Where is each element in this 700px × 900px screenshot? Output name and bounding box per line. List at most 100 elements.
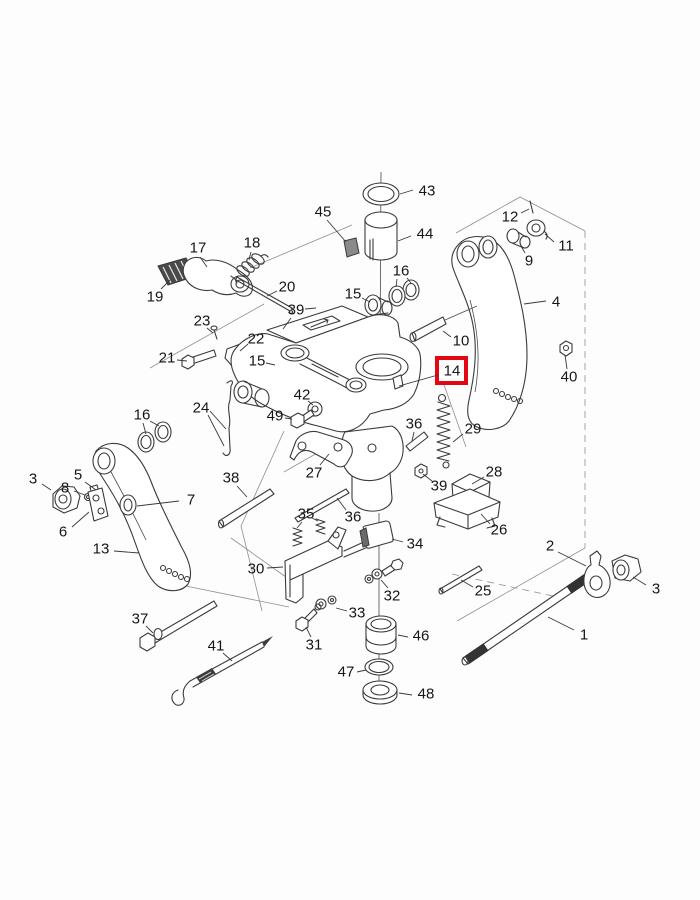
part-callout-9: 9 <box>525 253 533 270</box>
part-callout-10: 10 <box>453 333 470 350</box>
callout-leader <box>523 300 547 305</box>
part-21-bolt <box>181 349 217 370</box>
part-callout-24: 24 <box>193 400 210 417</box>
part-callout-40: 40 <box>561 369 578 386</box>
callout-leader <box>307 400 314 406</box>
part-9-bushing <box>506 228 531 249</box>
callout-leader <box>222 652 233 662</box>
callout-leader <box>142 422 147 435</box>
callout-leader <box>380 579 389 589</box>
part-callout-2: 2 <box>546 538 554 555</box>
part-callout-48: 48 <box>418 686 435 703</box>
part-callout-25: 25 <box>475 583 492 600</box>
highlight-box-part-14 <box>435 356 468 385</box>
part-10-pin <box>409 305 478 343</box>
callout-leader <box>422 473 433 482</box>
part-callout-22: 22 <box>248 331 265 348</box>
part-callout-44: 44 <box>417 226 434 243</box>
part-15-bushing-upper <box>364 294 393 316</box>
part-40-nut <box>559 340 573 357</box>
part-callout-33: 33 <box>349 605 366 622</box>
part-callout-35: 35 <box>298 506 315 523</box>
callout-leader <box>406 277 412 284</box>
callout-leader <box>311 517 319 522</box>
part-callout-19: 19 <box>147 289 164 306</box>
part-callout-23: 23 <box>194 313 211 330</box>
callout-leader <box>266 290 278 297</box>
callout-leader <box>326 219 347 243</box>
part-callout-13: 13 <box>93 541 110 558</box>
part-callout-3: 3 <box>652 581 660 598</box>
part-35-springs <box>292 518 326 547</box>
part-24-wire <box>222 380 233 457</box>
part-callout-20: 20 <box>279 279 296 296</box>
part-36-pin-lower <box>294 488 350 523</box>
part-callout-5: 5 <box>74 467 82 484</box>
part-callout-49: 49 <box>267 408 284 425</box>
part-callout-15: 15 <box>249 353 266 370</box>
callout-leader <box>149 420 160 427</box>
part-callout-14: 14 <box>444 363 461 380</box>
part-16-washers-upper <box>388 279 420 307</box>
part-25-rod <box>438 565 483 595</box>
part-callout-42: 42 <box>294 387 311 404</box>
part-12-pin <box>529 200 534 214</box>
part-callout-18: 18 <box>244 235 261 252</box>
part-48-seal <box>362 680 398 705</box>
callout-leader <box>73 490 86 496</box>
callout-leader <box>209 410 227 430</box>
part-3-nut-left <box>52 485 81 514</box>
callout-leader <box>398 692 413 696</box>
part-callout-36: 36 <box>406 416 423 433</box>
callout-leader <box>248 251 252 261</box>
callout-leader <box>544 233 555 243</box>
part-callout-32: 32 <box>384 588 401 605</box>
part-16-washers-left <box>137 421 172 453</box>
part-29-spring <box>436 393 451 469</box>
callout-leader <box>564 354 568 370</box>
part-callout-27: 27 <box>306 465 323 482</box>
part-callout-43: 43 <box>419 183 436 200</box>
part-callout-3: 3 <box>29 471 37 488</box>
bracket-holes <box>492 387 524 405</box>
callout-leader <box>471 476 485 485</box>
callout-leader <box>336 497 347 511</box>
callout-leader <box>557 551 587 567</box>
callout-leader <box>176 359 188 362</box>
callout-leader <box>398 374 439 387</box>
callout-leader <box>520 208 530 214</box>
part-38-rod <box>217 488 275 529</box>
part-callout-16: 16 <box>393 263 410 280</box>
part-callout-7: 7 <box>187 492 195 509</box>
part-20-rod <box>230 275 294 315</box>
part-callout-31: 31 <box>306 637 323 654</box>
part-17-lever <box>182 256 253 297</box>
part-44-bushing <box>364 211 398 261</box>
callout-leader <box>397 235 412 242</box>
callout-leader <box>282 317 292 330</box>
part-11-cap <box>526 219 548 240</box>
part-callout-11: 11 <box>558 238 574 255</box>
part-callout-17: 17 <box>190 240 207 257</box>
part-callout-12: 12 <box>502 209 519 226</box>
part-callout-47: 47 <box>338 664 355 681</box>
part-callout-39: 39 <box>288 302 305 319</box>
callout-leader <box>356 669 367 673</box>
part-3-nut-right <box>611 554 642 582</box>
part-36-pin-upper <box>405 431 429 452</box>
part-callout-16: 16 <box>134 407 151 424</box>
callout-leader <box>335 607 348 612</box>
part-2-anchor <box>583 550 611 598</box>
callout-leader <box>520 245 526 254</box>
part-callout-8: 8 <box>61 480 69 497</box>
part-49-bolt <box>290 409 315 429</box>
callout-leader <box>160 279 171 290</box>
callout-leader <box>206 327 214 334</box>
part-callout-41: 41 <box>208 638 225 655</box>
callout-leader <box>136 500 180 507</box>
callout-leader <box>304 307 317 310</box>
bracket-holes <box>159 564 191 583</box>
callout-leader <box>265 362 276 366</box>
